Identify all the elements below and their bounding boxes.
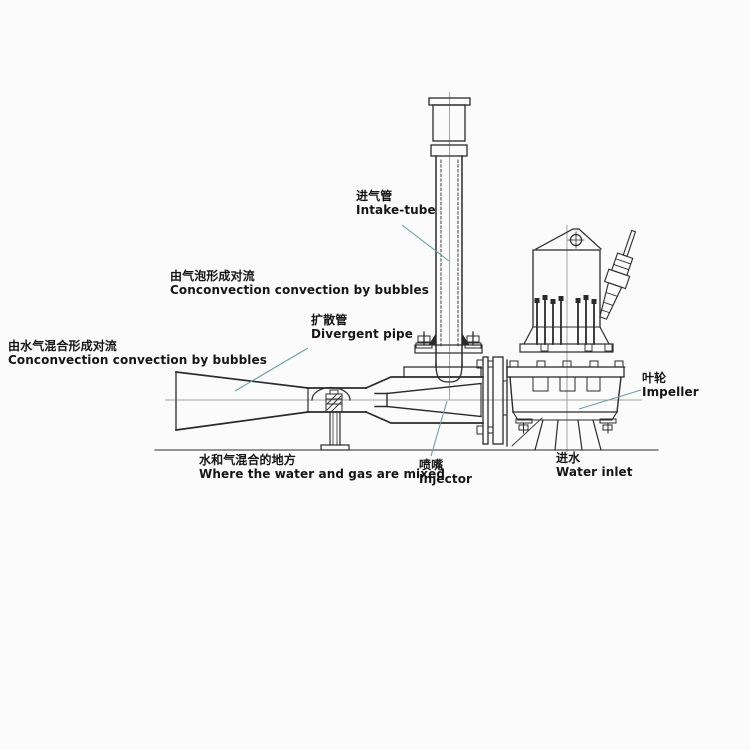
lifting-eye	[535, 228, 602, 250]
label-convection-upper-zh: 由气泡形成对流	[170, 269, 255, 283]
label-impeller: 叶轮 Impeller	[642, 371, 699, 399]
connection-flange	[476, 356, 508, 445]
label-intake-tube: 进气管 Intake-tube	[356, 189, 436, 217]
motor-studs	[534, 295, 597, 345]
leader-impeller	[578, 389, 642, 410]
label-water-inlet-en: Water inlet	[556, 465, 633, 479]
label-mixing-zone-zh: 水和气混合的地方	[199, 453, 296, 467]
label-injector: 喷嘴 Injector	[419, 458, 472, 486]
support-legs	[534, 419, 602, 451]
pump-flange-bolts	[507, 360, 626, 368]
centerlines	[165, 92, 642, 452]
motor	[519, 249, 614, 353]
label-intake-tube-en: Intake-tube	[356, 203, 436, 217]
injector-body	[364, 366, 484, 424]
cable-gland	[599, 229, 637, 320]
label-divergent-pipe-en: Divergent pipe	[311, 327, 413, 341]
label-convection-left-zh: 由水气混合形成对流	[8, 339, 117, 353]
label-injector-en: Injector	[419, 472, 473, 486]
label-divergent-pipe: 扩散管 Divergent pipe	[311, 313, 413, 341]
label-mixing-zone: 水和气混合的地方 Where the water and gas are mix…	[199, 453, 445, 481]
label-convection-left-en: Conconvection convection by bubbles	[8, 353, 267, 367]
leader-intake-tube	[401, 224, 450, 262]
leader-lines	[234, 224, 642, 457]
leader-divergent-pipe	[234, 347, 309, 392]
divergent-horn	[175, 371, 309, 431]
label-water-inlet-zh: 进水	[556, 451, 581, 465]
intake-tube	[428, 97, 471, 383]
side-bolts	[515, 418, 617, 434]
label-intake-tube-zh: 进气管	[356, 189, 393, 203]
drawing	[154, 97, 659, 451]
tube-flange	[414, 331, 483, 354]
label-convection-upper-en: Conconvection convection by bubbles	[170, 283, 429, 297]
label-convection-by-bubbles-upper: 由气泡形成对流 Conconvection convection by bubb…	[170, 269, 429, 297]
label-convection-by-bubbles-left: 由水气混合形成对流 Conconvection convection by bu…	[8, 339, 267, 367]
injector-nozzle	[374, 382, 482, 418]
label-divergent-pipe-zh: 扩散管	[311, 313, 348, 327]
label-impeller-zh: 叶轮	[642, 371, 667, 385]
pump-casing	[506, 359, 626, 447]
label-water-inlet: 进水 Water inlet	[556, 451, 633, 479]
label-mixing-zone-en: Where the water and gas are mixed	[199, 467, 446, 481]
support-stand	[320, 389, 350, 451]
label-injector-zh: 喷嘴	[419, 458, 444, 472]
label-impeller-en: Impeller	[642, 385, 699, 399]
leader-injector	[430, 400, 448, 457]
